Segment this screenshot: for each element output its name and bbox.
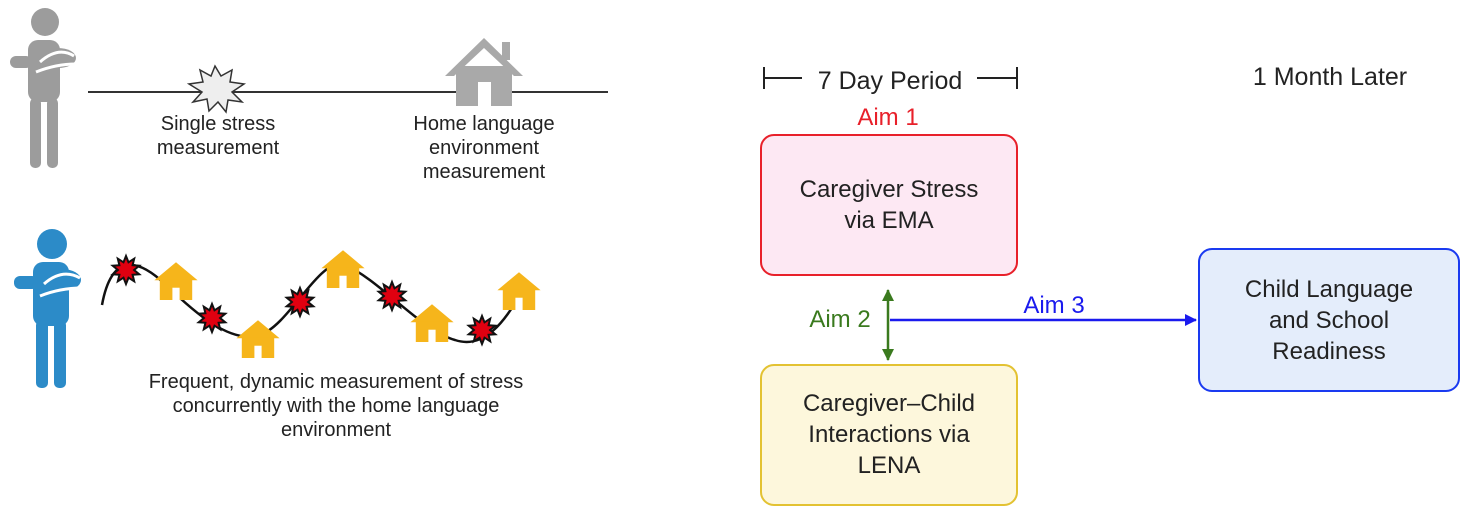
aim2-label: Aim 2 — [809, 306, 871, 333]
wave-stress-burst-icon — [376, 279, 408, 313]
wave-house-icon — [497, 272, 541, 310]
later-label: 1 Month Later — [1252, 63, 1408, 91]
blue-caregiver-icon — [14, 229, 83, 388]
wave-house-icon — [236, 320, 280, 358]
frequent-measurement-caption: Frequent, dynamic measurement of stress … — [148, 371, 524, 441]
single-stress-burst-icon — [186, 64, 247, 114]
interaction-line3: LENA — [857, 452, 921, 480]
interaction-line2: Interactions via — [808, 421, 970, 449]
child-language-readiness-box: Child Language and School Readiness — [1198, 248, 1460, 392]
wave-stress-burst-icon — [196, 301, 228, 335]
wave-house-icon — [321, 250, 365, 288]
outcome-line3: Readiness — [1272, 338, 1386, 366]
caregiver-stress-box: Caregiver Stress via EMA — [760, 134, 1018, 276]
outcome-box-text: Child Language and School Readiness — [1200, 274, 1458, 368]
caregiver-child-box-text: Caregiver–Child Interactions via LENA — [762, 388, 1016, 482]
stress-line1: Caregiver Stress — [799, 176, 979, 203]
caregiver-child-interactions-box: Caregiver–Child Interactions via LENA — [760, 364, 1018, 506]
wave-stress-burst-icon — [284, 285, 316, 319]
wave-stress-burst-icon — [466, 313, 498, 347]
wave-house-icon — [410, 304, 454, 342]
caregiver-stress-box-text: Caregiver Stress via EMA — [762, 174, 1016, 236]
aim3-label: Aim 3 — [1023, 292, 1085, 319]
period-label: 7 Day Period — [817, 67, 963, 95]
outcome-line1: Child Language — [1244, 276, 1414, 303]
aim1-label: Aim 1 — [857, 104, 919, 131]
wave-house-icon — [154, 262, 198, 300]
wave-stress-burst-icon — [110, 253, 142, 287]
gray-caregiver-icon — [10, 8, 77, 168]
outcome-line2: and School — [1268, 307, 1390, 335]
home-language-label: Home language environment measurement — [413, 113, 555, 183]
interaction-line1: Caregiver–Child — [802, 390, 976, 417]
stress-line2: via EMA — [844, 207, 934, 235]
single-stress-label: Single stress measurement — [156, 113, 280, 159]
wave-markers — [110, 250, 541, 358]
gray-house-icon — [445, 38, 523, 106]
